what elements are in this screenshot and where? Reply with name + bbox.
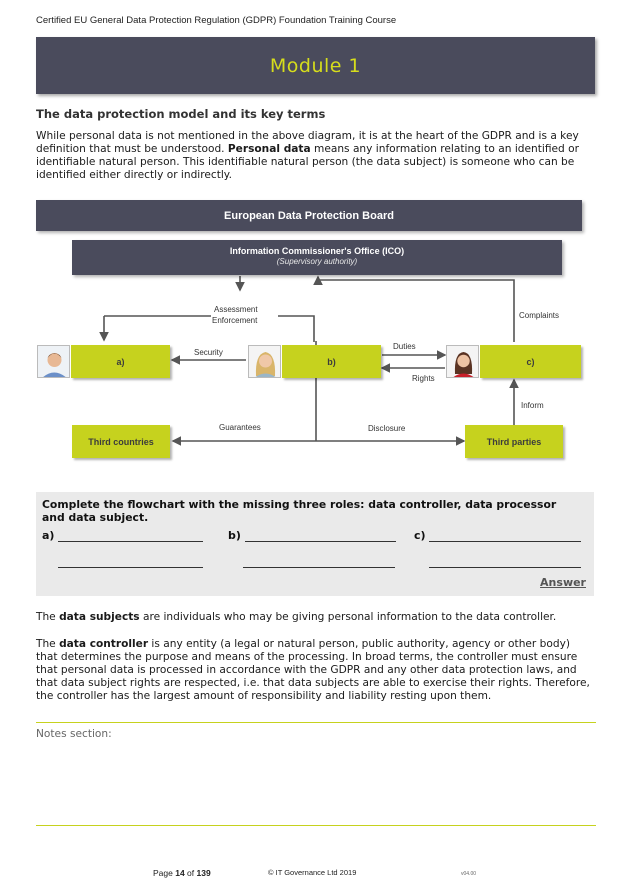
label-duties: Duties bbox=[393, 342, 416, 351]
avatar-woman-blonde bbox=[248, 345, 281, 378]
box-third-parties: Third parties bbox=[465, 425, 563, 458]
label-assessment: Assessment bbox=[214, 305, 258, 314]
woman-icon bbox=[447, 346, 478, 377]
answer-field-a-line1[interactable] bbox=[58, 541, 203, 542]
course-title: Certified EU General Data Protection Reg… bbox=[36, 15, 397, 26]
ico-subtitle: (Supervisory authority) bbox=[276, 257, 358, 266]
exercise-box: Complete the flowchart with the missing … bbox=[36, 492, 594, 596]
label-rights: Rights bbox=[412, 374, 435, 383]
data-protection-diagram: European Data Protection Board Informati… bbox=[36, 200, 584, 470]
subjects-bold-term: data subjects bbox=[59, 611, 140, 623]
page-current: 14 bbox=[175, 868, 185, 878]
exercise-prompt: Complete the flowchart with the missing … bbox=[42, 498, 557, 524]
footer-version: v04.00 bbox=[461, 871, 477, 877]
controller-paragraph: The data controller is any entity (a leg… bbox=[36, 638, 594, 703]
label-inform: Inform bbox=[521, 401, 544, 410]
footer-copyright: © IT Governance Ltd 2019 bbox=[268, 868, 357, 877]
page-total: 139 bbox=[196, 868, 211, 878]
box-a: a) bbox=[71, 345, 170, 378]
complaints-line bbox=[313, 275, 515, 342]
subjects-pre: The bbox=[36, 611, 60, 623]
exercise-label-b: b) bbox=[228, 529, 241, 542]
answer-link[interactable]: Answer bbox=[540, 576, 586, 589]
b-to-enforcement-line bbox=[278, 315, 315, 342]
answer-field-b-line1[interactable] bbox=[245, 541, 396, 542]
label-complaints: Complaints bbox=[519, 311, 560, 320]
ico-box: Information Commissioner's Office (ICO) … bbox=[72, 240, 562, 275]
answer-field-a-line2[interactable] bbox=[58, 567, 203, 568]
intro-bold-term: Personal data bbox=[227, 143, 311, 155]
woman-icon bbox=[249, 346, 280, 377]
notes-label: Notes section: bbox=[36, 728, 112, 740]
exercise-label-a: a) bbox=[42, 529, 55, 542]
notes-bottom-rule bbox=[36, 825, 596, 826]
label-enforcement: Enforcement bbox=[212, 316, 258, 325]
controller-bold-term: data controller bbox=[59, 638, 149, 650]
label-disclosure: Disclosure bbox=[368, 424, 406, 433]
avatar-woman-dark bbox=[446, 345, 479, 378]
controller-text: is any entity (a legal or natural person… bbox=[36, 638, 590, 702]
page-prefix: Page bbox=[153, 868, 176, 878]
answer-field-c-line1[interactable] bbox=[429, 541, 581, 542]
intro-paragraph: While personal data is not mentioned in … bbox=[36, 130, 594, 182]
page-of: of bbox=[184, 868, 197, 878]
answer-field-c-line2[interactable] bbox=[429, 567, 581, 568]
footer-page-number: Page 14 of 139 bbox=[153, 868, 211, 878]
notes-top-rule bbox=[36, 722, 596, 723]
module-banner: Module 1 bbox=[36, 37, 595, 94]
avatar-man bbox=[37, 345, 70, 378]
section-heading: The data protection model and its key te… bbox=[36, 107, 326, 121]
subjects-text: are individuals who may be giving person… bbox=[139, 611, 557, 623]
intro-text-1: While personal data is not mentioned in … bbox=[36, 130, 579, 155]
label-guarantees: Guarantees bbox=[219, 423, 261, 432]
subjects-paragraph: The data subjects are individuals who ma… bbox=[36, 611, 594, 624]
label-security: Security bbox=[194, 348, 223, 357]
box-third-countries: Third countries bbox=[72, 425, 170, 458]
box-b: b) bbox=[282, 345, 381, 378]
ico-title: Information Commissioner's Office (ICO) bbox=[229, 246, 405, 256]
edpb-box: European Data Protection Board bbox=[36, 200, 582, 231]
box-c: c) bbox=[480, 345, 581, 378]
man-icon bbox=[38, 346, 69, 377]
answer-field-b-line2[interactable] bbox=[243, 567, 395, 568]
intro-text-2: means any information relating to an ide… bbox=[36, 143, 579, 181]
module-title: Module 1 bbox=[269, 54, 362, 77]
controller-pre: The bbox=[36, 638, 60, 650]
exercise-label-c: c) bbox=[414, 529, 426, 542]
